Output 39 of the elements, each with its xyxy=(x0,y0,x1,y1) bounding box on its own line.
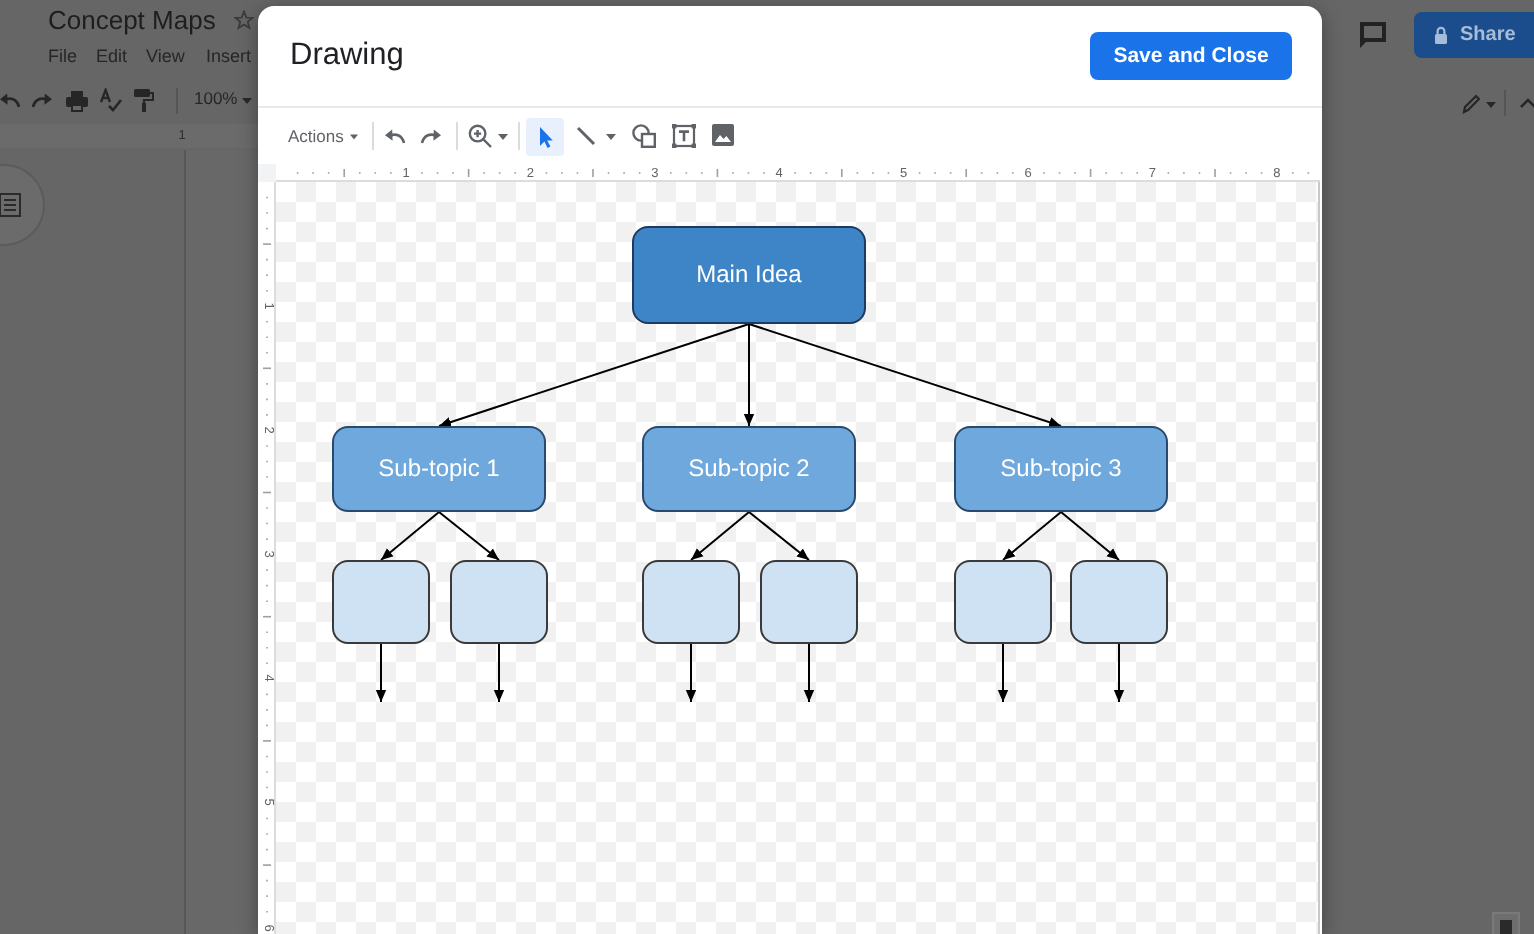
menu-item: Edit xyxy=(96,44,128,66)
arrow xyxy=(997,643,1009,703)
empty-concept-box xyxy=(954,560,1052,644)
arrow xyxy=(438,511,500,561)
empty-concept-box xyxy=(450,560,548,644)
arrow xyxy=(803,643,815,703)
dialog-title: Drawing xyxy=(290,38,404,74)
menu-item: File xyxy=(48,44,78,66)
save-button: Save and Close xyxy=(1090,32,1292,80)
node-text: Sub-topic 1 xyxy=(378,455,500,483)
arrow xyxy=(748,323,1062,428)
node-text: Sub-topic 2 xyxy=(688,455,810,483)
empty-concept-box xyxy=(1070,560,1168,644)
actions-menu: Actions xyxy=(288,122,358,150)
menu-item: View xyxy=(146,44,185,66)
arrow xyxy=(380,511,440,561)
concept-box xyxy=(632,226,866,324)
arrow xyxy=(748,511,810,561)
empty-concept-box xyxy=(332,560,430,644)
arrow xyxy=(1060,511,1120,561)
arrow xyxy=(375,643,387,703)
arrow xyxy=(493,643,505,703)
arrow xyxy=(685,643,697,703)
arrow xyxy=(438,323,750,428)
node-text: Main Idea xyxy=(696,261,802,289)
arrow xyxy=(690,511,750,561)
empty-concept-box xyxy=(642,560,740,644)
arrow xyxy=(1002,511,1062,561)
concept-box xyxy=(954,426,1168,512)
arrow xyxy=(1113,643,1125,703)
zoom-level: 100% xyxy=(194,90,238,110)
arrow xyxy=(743,323,755,427)
empty-concept-box xyxy=(760,560,858,644)
node-text: Sub-topic 3 xyxy=(1000,455,1122,483)
concept-box xyxy=(332,426,546,512)
concept-box xyxy=(642,426,856,512)
document-title: Concept Maps xyxy=(48,7,216,37)
menu-item: Insert xyxy=(206,44,252,66)
share-button: Share xyxy=(1414,12,1534,58)
